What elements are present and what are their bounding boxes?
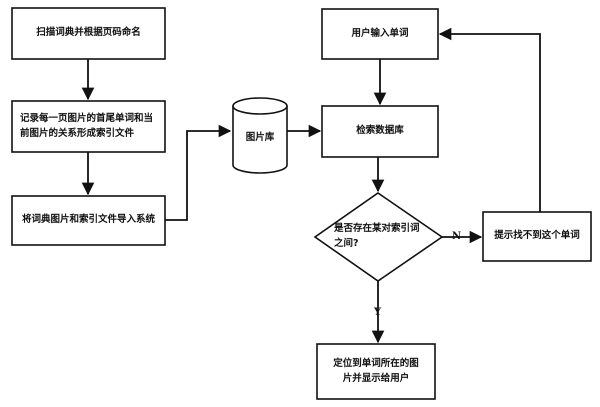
record-label: 记录每一页图片的首尾单词和当前图片的关系形成索引文件 xyxy=(20,112,154,139)
scan-label: 扫描词典并根据页码命名 xyxy=(36,27,141,39)
yes-edge-label: Y xyxy=(374,307,382,318)
no-edge-label: N xyxy=(452,231,462,242)
search-label: 检索数据库 xyxy=(356,125,404,137)
notfound-box xyxy=(482,211,592,262)
arrow-import-db xyxy=(165,124,232,221)
input-label: 用户输入单词 xyxy=(351,27,409,39)
import-label: 将词典图片和索引文件导入系统 xyxy=(21,214,155,226)
arrow-notfound-input xyxy=(438,27,541,212)
decision-label: 是否存在某对索引词之间? xyxy=(334,223,420,249)
import-box xyxy=(11,195,166,246)
locate-box xyxy=(316,343,436,400)
record-box xyxy=(11,100,166,153)
locate-label: 定位到单词所在的图片并显示给用户 xyxy=(333,357,419,384)
scan-box xyxy=(11,7,166,60)
database-cylinder xyxy=(232,97,288,174)
database-label: 图片库 xyxy=(245,131,275,143)
notfound-label: 提示找不到这个单词 xyxy=(494,230,580,242)
search-box xyxy=(321,105,439,158)
